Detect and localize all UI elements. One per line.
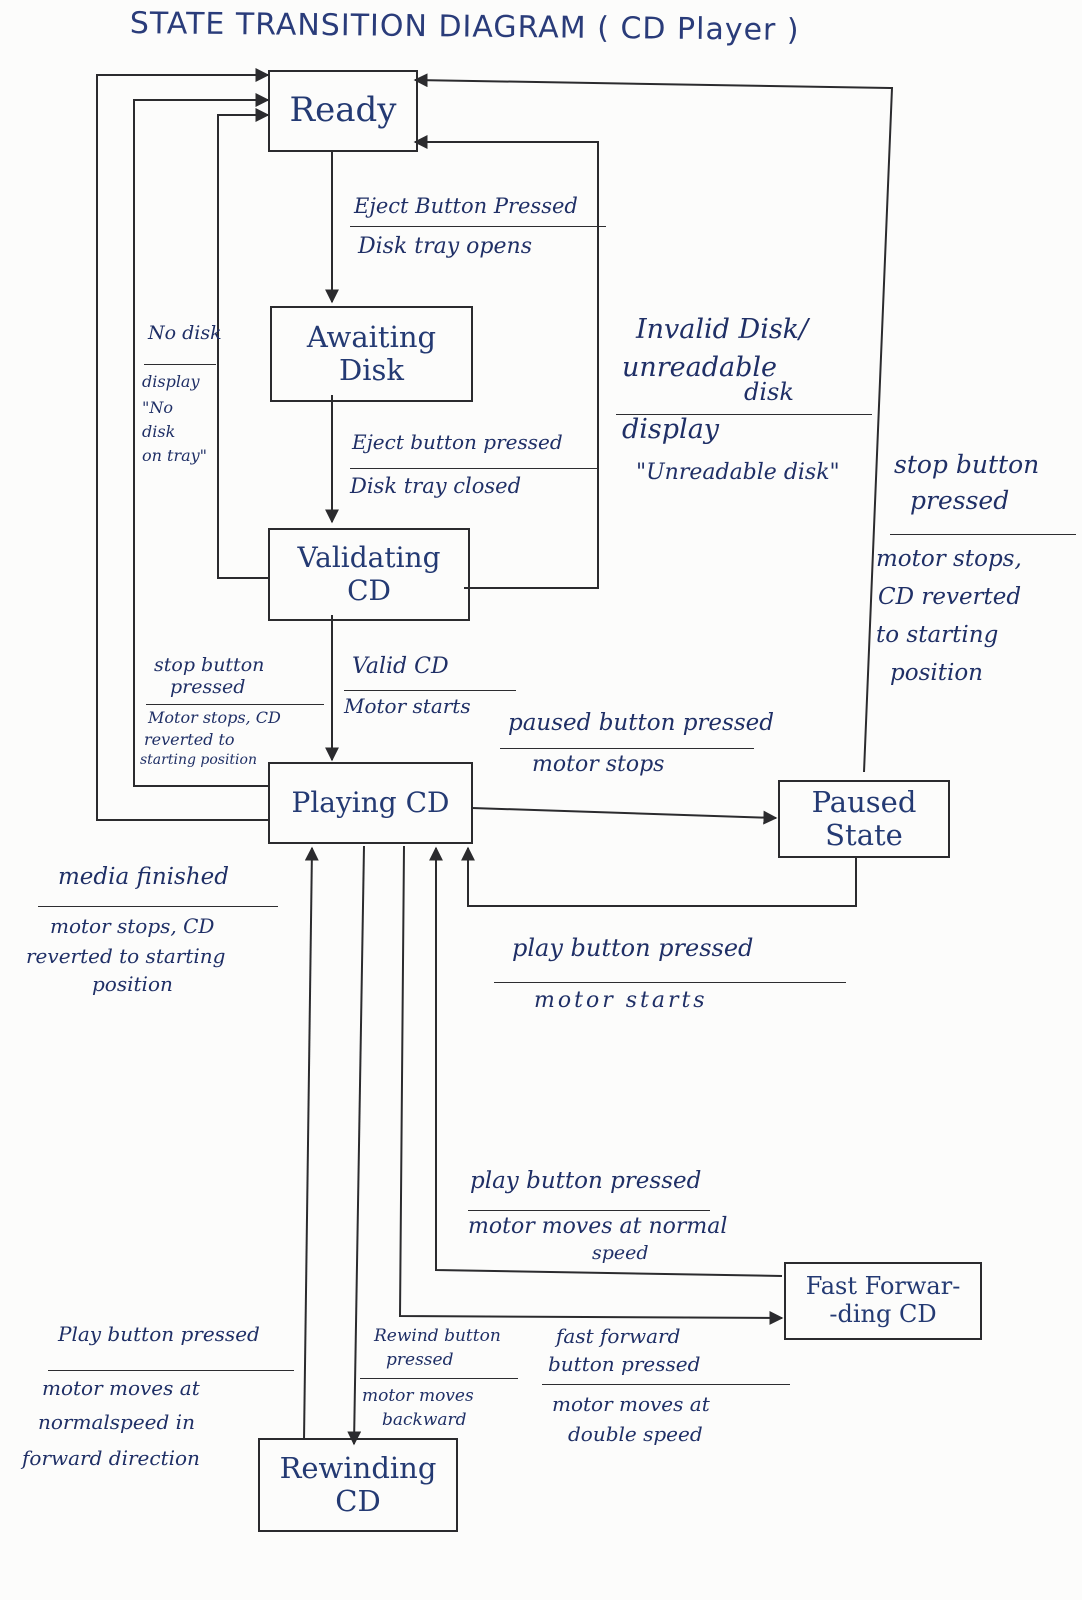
invalid-action-1: display	[622, 414, 720, 445]
wire-playing-to-rewinding	[347, 845, 365, 1446]
playing-stop-event-1: stop button	[154, 654, 265, 676]
play-from-paused-event: play button pressed	[512, 934, 754, 962]
state-rewinding-cd[interactable]: Rewinding CD	[258, 1438, 458, 1532]
media-action-3: position	[92, 972, 173, 996]
state-playing-cd[interactable]: Playing CD	[268, 762, 473, 844]
nodisk-action-1: display	[142, 372, 200, 391]
wire-paused-to-playing	[461, 846, 857, 907]
rew-play-action-3: forward direction	[22, 1446, 200, 1470]
media-rule	[38, 906, 278, 907]
pause-event: paused button pressed	[508, 710, 774, 736]
playing-stop-action-3: starting position	[140, 752, 257, 768]
paused-stop-rule	[890, 534, 1076, 535]
pause-action: motor stops	[532, 752, 665, 777]
invalid-event-1: Invalid Disk/	[636, 314, 809, 345]
paused-stop-action-1: motor stops,	[876, 546, 1022, 572]
media-action-1: motor stops, CD	[50, 914, 215, 938]
paused-stop-event-2: pressed	[910, 486, 1010, 515]
rewind-event-2: pressed	[386, 1350, 454, 1370]
invalid-rule	[616, 414, 872, 415]
invalid-event-2: unreadable	[622, 352, 778, 383]
ff-rule	[542, 1384, 790, 1385]
state-awaiting-disk[interactable]: Awaiting Disk	[270, 306, 473, 402]
ff-play-event: play button pressed	[470, 1168, 702, 1194]
nodisk-rule	[144, 364, 216, 365]
rewind-action-1: motor moves	[362, 1386, 474, 1406]
rewind-event-1: Rewind button	[374, 1326, 501, 1346]
awaiting-validating-rule	[350, 468, 598, 469]
wire-validating-to-ready-invalid	[413, 135, 599, 589]
wire-playing-to-ready-media	[96, 68, 270, 821]
invalid-action-2: "Unreadable disk"	[636, 460, 840, 485]
paused-stop-action-3: to starting	[876, 622, 999, 648]
ff-event-2: button pressed	[548, 1352, 701, 1376]
pause-rule	[500, 748, 754, 749]
wire-playing-to-fastforward	[398, 845, 784, 1325]
playing-stop-action-2: reverted to	[144, 730, 235, 749]
valid-event: Valid CD	[352, 654, 449, 679]
rew-play-action-2: normalspeed in	[38, 1410, 195, 1434]
wire-fastforward-to-playing	[429, 846, 783, 1277]
state-paused[interactable]: Paused State	[778, 780, 950, 858]
ff-play-action-1: motor moves at normal	[468, 1214, 728, 1239]
wire-playing-to-paused	[471, 807, 778, 825]
ff-play-action-2: speed	[592, 1242, 649, 1264]
state-ready[interactable]: Ready	[268, 70, 418, 152]
state-validating-cd[interactable]: Validating CD	[268, 528, 470, 621]
wire-validating-to-ready-nodisk	[217, 108, 270, 579]
wire-playing-to-ready-stop	[133, 93, 270, 787]
ready-awaiting-action: Disk tray opens	[358, 234, 532, 259]
rew-play-rule	[48, 1370, 294, 1371]
state-fast-forwarding-cd[interactable]: Fast Forwar- -ding CD	[784, 1262, 982, 1340]
ready-awaiting-rule	[350, 226, 606, 227]
playing-stop-rule	[146, 704, 324, 705]
state-ready-label: Ready	[289, 90, 397, 131]
page-title: STATE TRANSITION DIAGRAM ( CD Player )	[129, 6, 800, 49]
valid-action: Motor starts	[344, 694, 471, 718]
paused-stop-event-1: stop button	[894, 450, 1040, 479]
paused-stop-action-4: position	[890, 660, 983, 686]
wire-paused-to-ready-stop	[413, 73, 894, 773]
playing-stop-action-1: Motor stops, CD	[148, 708, 281, 727]
play-from-paused-action: motor starts	[534, 988, 708, 1013]
nodisk-event: No disk	[148, 322, 222, 344]
ff-action-2: double speed	[568, 1422, 703, 1446]
state-validating-label-1: Validating	[297, 541, 441, 575]
playing-stop-event-2: pressed	[170, 676, 246, 698]
nodisk-action-2: "No	[142, 398, 173, 417]
rew-play-action-1: motor moves at	[42, 1376, 200, 1400]
state-rewinding-label-1: Rewinding	[279, 1450, 437, 1485]
invalid-event-3: disk	[744, 378, 794, 406]
wire-rewinding-to-playing	[303, 846, 319, 1441]
ff-event-1: fast forward	[556, 1324, 681, 1348]
awaiting-validating-action: Disk tray closed	[350, 474, 522, 498]
paused-stop-action-2: CD reverted	[878, 584, 1022, 610]
valid-rule	[344, 690, 516, 691]
rew-play-event: Play button pressed	[58, 1322, 260, 1346]
state-paused-label-2: State	[825, 818, 903, 852]
awaiting-validating-event: Eject button pressed	[352, 430, 563, 454]
state-rewinding-label-2: CD	[335, 1484, 381, 1518]
rewind-action-2: backward	[382, 1410, 467, 1430]
media-action-2: reverted to starting	[26, 944, 226, 968]
state-validating-label-2: CD	[347, 573, 391, 607]
nodisk-action-4: on tray"	[142, 446, 208, 465]
state-awaiting-label-2: Disk	[339, 353, 404, 387]
play-from-paused-rule	[494, 982, 846, 983]
state-paused-label-1: Paused	[811, 784, 917, 819]
ff-action-1: motor moves at	[552, 1392, 710, 1416]
state-fastforward-label-2: -ding CD	[829, 1300, 937, 1328]
ready-awaiting-event: Eject Button Pressed	[354, 194, 578, 218]
state-awaiting-label-1: Awaiting	[306, 319, 437, 354]
media-event: media finished	[58, 864, 229, 890]
state-fastforward-label-1: Fast Forwar-	[805, 1272, 961, 1301]
ff-play-rule	[468, 1210, 710, 1211]
nodisk-action-3: disk	[142, 422, 176, 441]
state-playing-label: Playing CD	[291, 785, 450, 819]
rewind-rule	[360, 1378, 518, 1379]
